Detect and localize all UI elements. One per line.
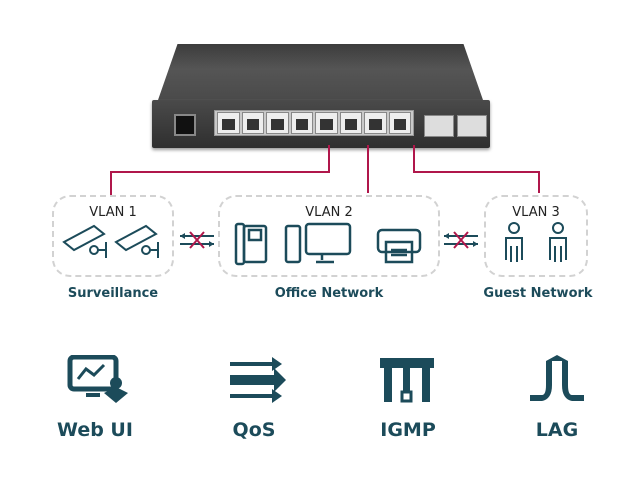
switch-front-panel: [152, 100, 490, 148]
sfp-port-2: [424, 115, 454, 137]
ethernet-port: [241, 112, 264, 134]
ethernet-port: [266, 112, 289, 134]
connection-line: [413, 171, 539, 173]
blocked-traffic-icon: [180, 231, 214, 249]
vlan-title: VLAN 2: [305, 205, 353, 220]
ethernet-port: [217, 112, 240, 134]
person-icon: [505, 222, 567, 262]
blocked-traffic-icon: [444, 231, 478, 249]
vlan-3-label: Guest Network: [483, 286, 593, 301]
printer-icon: [376, 228, 422, 264]
sfp-port-1: [457, 115, 487, 137]
feature-label: QoS: [232, 419, 276, 441]
vlan-2-box: VLAN 2: [218, 195, 440, 277]
desktop-pc-icon: [284, 222, 352, 264]
ethernet-port: [364, 112, 387, 134]
vlan-3-box: VLAN 3: [484, 195, 588, 277]
qos-icon: [230, 357, 286, 403]
lag-icon: [530, 355, 584, 401]
office-devices: [234, 222, 422, 266]
connection-line: [413, 145, 415, 172]
ip-phone-icon: [234, 222, 268, 266]
ethernet-port: [388, 112, 411, 134]
connection-line: [328, 145, 330, 172]
connection-line: [110, 171, 112, 196]
connection-line: [110, 171, 330, 173]
switch-top-panel: [158, 44, 483, 100]
feature-label: IGMP: [380, 419, 436, 441]
connection-line: [367, 145, 369, 193]
feature-label: LAG: [535, 419, 579, 441]
ethernet-port-bank: [214, 110, 414, 136]
web-ui-icon: [67, 355, 128, 403]
ethernet-port: [290, 112, 313, 134]
ethernet-port: [315, 112, 338, 134]
feature-label: Web UI: [57, 419, 133, 441]
igmp-icon: [380, 358, 434, 403]
vlan-title: VLAN 1: [89, 205, 137, 220]
connection-line: [538, 171, 540, 193]
power-port: [174, 114, 196, 136]
camera-icon: [62, 224, 159, 258]
vlan-1-box: VLAN 1: [52, 195, 174, 277]
vlan-1-label: Surveillance: [67, 286, 159, 301]
vlan-2-label: Office Network: [274, 286, 384, 301]
vlan-title: VLAN 3: [512, 205, 560, 220]
ethernet-port: [339, 112, 362, 134]
